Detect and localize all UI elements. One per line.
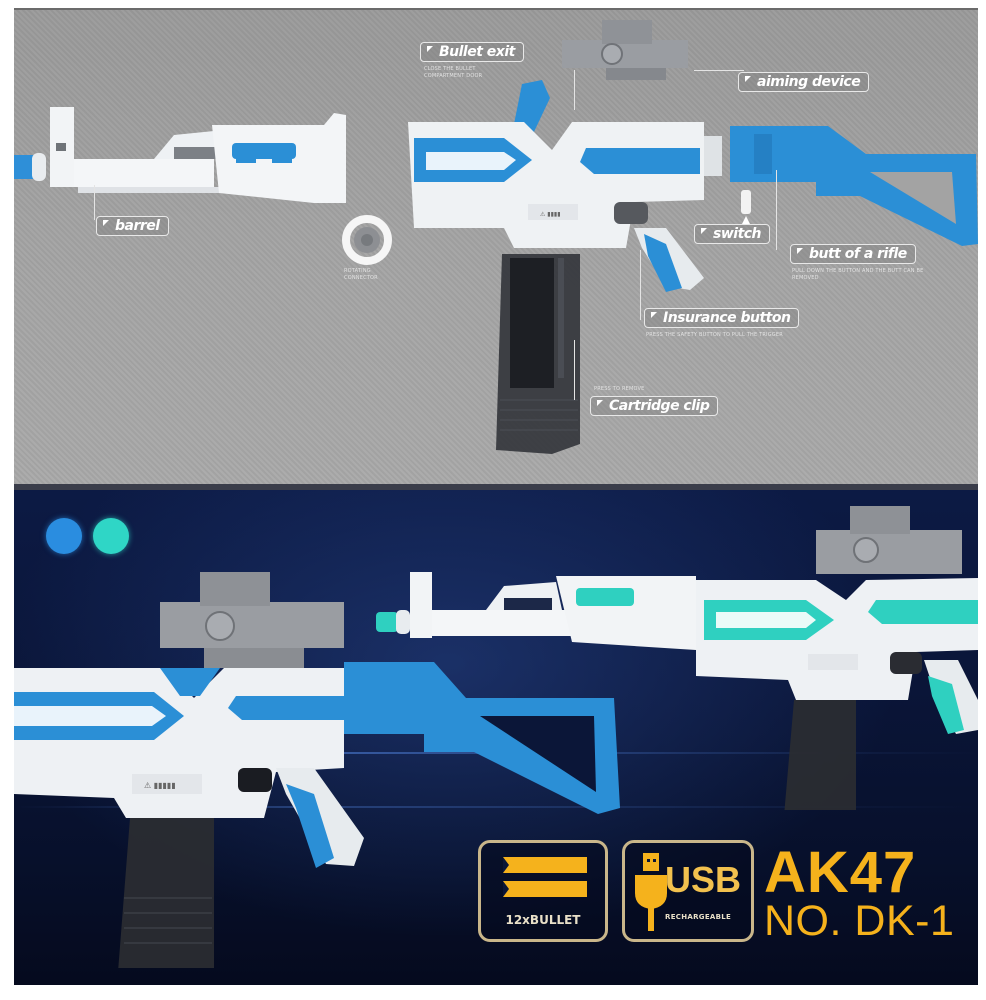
usb-rechargeable-badge: USB RECHARGEABLE [622, 840, 754, 942]
usb-label: USB [665, 859, 742, 900]
connector-ring-illustration [342, 215, 392, 265]
callout-corner-icon [427, 46, 433, 52]
scope-part-illustration [562, 20, 688, 80]
callout-corner-icon [701, 228, 707, 234]
teal-rifle-illustration [376, 506, 978, 810]
ring-note: ROTATING CONNECTOR [344, 268, 378, 281]
cartridge-leader-line [574, 340, 575, 400]
aiming-leader-line [694, 70, 744, 71]
bullet-bar [503, 881, 587, 897]
insurance-leader-line [640, 250, 641, 320]
barrel-part-illustration [14, 107, 346, 203]
bullet-count-label: 12xBULLET [505, 913, 581, 927]
callout-label: aiming device [757, 74, 861, 90]
product-showcase-panel: ⚠ ▮▮▮▮▮ 12xBULLET USB RECHARGEABLE AK47 … [14, 490, 978, 985]
model-title: AK47 [764, 840, 917, 905]
magazine-part-illustration [496, 254, 580, 454]
bullet-exit-leader-line [574, 70, 575, 110]
callout-label: Bullet exit [439, 44, 515, 60]
blue-rifle-illustration: ⚠ ▮▮▮▮▮ [14, 572, 620, 968]
callout-label: barrel [115, 218, 160, 234]
callout-label: switch [713, 226, 762, 242]
model-number: NO. DK-1 [764, 897, 955, 945]
callout-note: PULL DOWN THE BUTTON AND THE BUTT CAN BE… [792, 268, 924, 281]
callout-bullet-exit: Bullet exit [420, 42, 524, 62]
color-option-blue[interactable] [46, 518, 82, 554]
callout-barrel: barrel [96, 216, 169, 236]
barrel-leader-line [94, 185, 95, 220]
bullet-count-badge: 12xBULLET [478, 840, 608, 942]
usb-plug-icon [635, 853, 667, 931]
callout-label: Cartridge clip [609, 398, 710, 414]
callout-cartridge-clip: Cartridge clip [590, 396, 719, 416]
callout-switch: switch [694, 224, 771, 244]
callout-corner-icon [103, 220, 109, 226]
rechargeable-label: RECHARGEABLE [665, 913, 732, 921]
butt-leader-line [776, 170, 777, 250]
callout-note: PRESS TO REMOVE [594, 386, 645, 392]
color-option-teal[interactable] [93, 518, 129, 554]
svg-text:⚠ ▮▮▮▮▮: ⚠ ▮▮▮▮▮ [144, 781, 176, 790]
bullet-bar [503, 857, 587, 873]
callout-corner-icon [651, 312, 657, 318]
callout-note: PRESS THE SAFETY BUTTON TO PULL THE TRIG… [646, 332, 783, 338]
callout-butt-of-a-rifle: butt of a rifle [790, 244, 916, 264]
callout-label: butt of a rifle [809, 246, 907, 262]
callout-insurance-button: Insurance button [644, 308, 800, 328]
switch-part-illustration [741, 190, 751, 224]
receiver-part-illustration: ⚠ ▮▮▮▮ [408, 80, 722, 292]
light-streak [14, 806, 978, 808]
callout-label: Insurance button [663, 310, 791, 326]
callout-corner-icon [797, 248, 803, 254]
exploded-diagram-panel: ROTATING CONNECTOR ⚠ ▮▮▮▮ [14, 8, 978, 492]
stock-part-illustration [730, 126, 978, 246]
callout-corner-icon [597, 400, 603, 406]
svg-text:⚠ ▮▮▮▮: ⚠ ▮▮▮▮ [540, 211, 561, 218]
callout-note: CLOSE THE BULLET COMPARTMENT DOOR [424, 66, 483, 79]
callout-aiming-device: aiming device [738, 72, 870, 92]
callout-corner-icon [745, 76, 751, 82]
